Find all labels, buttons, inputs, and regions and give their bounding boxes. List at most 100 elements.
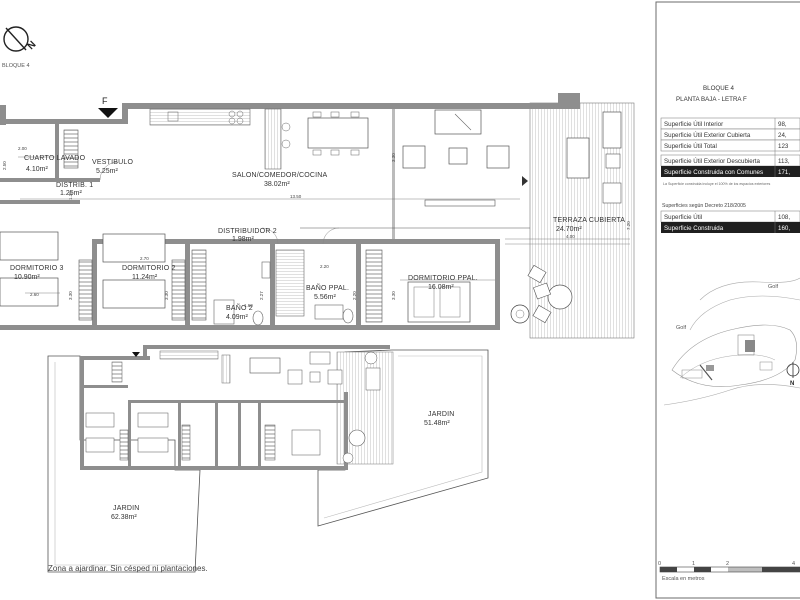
map-label-golf: Golf	[676, 325, 687, 331]
scale-bar: 0 1 2 4 Escala en metros	[658, 561, 800, 582]
scale-tick: 2	[726, 561, 729, 567]
dimension-label: 4.00	[566, 234, 575, 239]
dimension-label: 2.50	[2, 161, 7, 170]
room-name-distrib1: DISTRIB. 1	[56, 182, 93, 189]
surface-row-value: 98,	[778, 121, 787, 128]
lower-kitchen	[159, 350, 219, 360]
hob-icon	[228, 110, 236, 118]
surface-row-value: 24,	[778, 132, 787, 139]
window-arrow-icon	[522, 176, 528, 186]
room-name-bath-ppal: BAÑO PPAL.	[306, 283, 349, 292]
dimension-label: 2.20	[352, 291, 357, 300]
scale-tick: 4	[792, 561, 795, 567]
location-map: Golf Golf N	[663, 277, 800, 406]
armchair-left	[402, 145, 426, 169]
surface-row-label: Superficie Útil Total	[664, 143, 717, 150]
scale-tick: 0	[658, 561, 661, 567]
surface-table: Superficie Útil Interior 98, Superficie …	[660, 117, 800, 177]
decree-title: Superficies según Decreto 218/2005	[662, 203, 746, 209]
garden-name-east: JARDIN	[428, 411, 454, 418]
panel-frame	[655, 1, 800, 599]
sink-icon	[167, 111, 179, 122]
room-name-bed2: DORMITORIO 2	[122, 265, 176, 272]
wall-north	[128, 103, 580, 109]
entrance-arrow-icon	[98, 108, 118, 118]
scale-tick: 1	[692, 561, 695, 567]
room-area-laundry: 4.10m²	[26, 166, 48, 173]
map-north-letter: N	[790, 381, 794, 387]
dimension-label: 3.30	[391, 153, 396, 162]
wall-corner-ne	[558, 93, 580, 107]
map-label-golf: Golf	[768, 284, 779, 290]
wall-north-step	[122, 103, 128, 124]
dimension-label: 2.70	[140, 256, 149, 261]
closet-bed3	[78, 259, 93, 321]
wall-bath-split	[270, 244, 275, 330]
block-label: BLOQUE 4	[2, 63, 30, 69]
scale-caption: Escala en metros	[662, 576, 705, 582]
garden-area-west: 62.38m²	[111, 514, 137, 521]
surface-row-label: Superficie Construida con Comunes	[664, 169, 763, 176]
wall-bath-ppal-east	[356, 244, 361, 330]
terrace-side-table	[605, 153, 621, 169]
info-panel: BLOQUE 4 PLANTA BAJA - LETRA F Superfici…	[655, 1, 800, 599]
room-area-distrib2: 1.98m²	[232, 236, 254, 243]
dimension-label: 7.20	[626, 221, 631, 230]
entrance-letter: F	[102, 96, 108, 106]
garden-name-west: JARDIN	[113, 505, 139, 512]
tv-unit	[424, 199, 496, 207]
wall-bed2-bed3	[92, 239, 97, 330]
surface-row-value: 113,	[778, 158, 790, 165]
garden-boundary-west	[47, 355, 201, 573]
surface-footnote: La Superficie construida incluye el 100%…	[663, 182, 770, 186]
compass-circle	[3, 26, 29, 52]
panel-title: BLOQUE 4	[703, 85, 735, 92]
decree-row-highlight	[661, 222, 800, 233]
dimension-label: 2.60	[30, 292, 39, 297]
garden-area-east: 51.48m²	[424, 420, 450, 427]
terrace-sofa	[566, 137, 590, 179]
dimension-label: 3.30	[391, 291, 396, 300]
surface-row-label: Superficie Útil Interior	[664, 121, 723, 128]
toilet-bath2	[252, 310, 264, 326]
surface-row-label: Superficie Útil Exterior Descubierta	[664, 158, 761, 165]
wall-south	[0, 325, 500, 330]
compass: N	[3, 26, 39, 52]
surface-row-value: 123	[778, 143, 789, 150]
room-area-terrace: 24.70m²	[556, 226, 582, 233]
bed3-bottom	[0, 277, 59, 307]
surface-row-label: Superficie Útil Exterior Cubierta	[664, 132, 751, 139]
plant-icon	[510, 304, 530, 324]
lower-wall-north	[145, 345, 390, 349]
panel-subtitle: PLANTA BAJA - LETRA F	[676, 96, 747, 103]
toilet-ppal	[342, 308, 354, 324]
entrance-marker: F	[98, 96, 118, 118]
wall-living-divider	[392, 109, 395, 239]
upper-plan: CUARTO LAVADO 4.10m² VESTIBULO 5.25m² SA…	[0, 93, 635, 339]
lower-dining	[249, 357, 281, 374]
wall-hall-top	[0, 178, 100, 182]
door-swing	[99, 161, 119, 181]
surface-row-highlight	[661, 166, 800, 177]
sink-bath2	[261, 261, 271, 279]
coffee-table	[448, 147, 468, 165]
shower-bath2	[213, 299, 235, 325]
terrace-chair	[602, 182, 622, 204]
decree-table: Superficie Útil 108, Superficie Construi…	[660, 210, 800, 233]
room-name-laundry: CUARTO LAVADO	[24, 155, 86, 162]
decree-row-value: 108,	[778, 214, 790, 221]
room-area-bed2: 11.24m²	[132, 274, 158, 281]
dimension-label: 1.35	[68, 191, 73, 200]
kitchen-island	[264, 108, 282, 170]
room-name-vestibule: VESTIBULO	[92, 159, 133, 166]
room-name-bath2: BAÑO 2	[226, 303, 253, 312]
room-area-distrib1: 1.25m²	[60, 190, 82, 197]
dimension-label: 2.00	[18, 146, 27, 151]
kitchen-counter	[149, 108, 251, 126]
room-name-living: SALON/COMEDOR/COCINA	[232, 172, 328, 179]
room-area-vestibule: 5.25m²	[96, 168, 118, 175]
closet-hall	[191, 249, 207, 321]
room-name-master: DORMITORIO PPAL.	[408, 275, 478, 282]
bed3-top	[0, 231, 59, 261]
